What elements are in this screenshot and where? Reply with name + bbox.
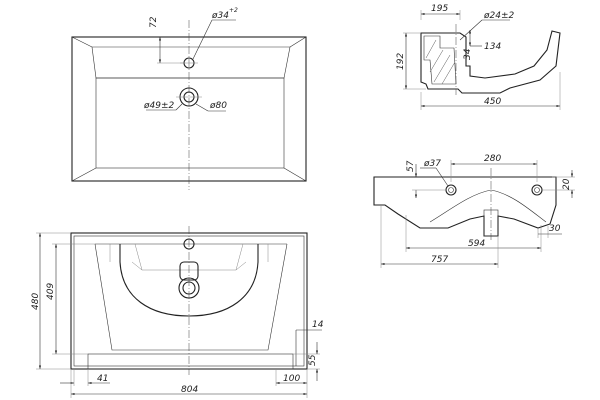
dim-d34: ø34 — [211, 11, 229, 21]
bowl-outline — [95, 77, 285, 169]
top-view: 72 ø34 +2 ø49±2 ø80 — [71, 7, 307, 190]
dim-804: 804 — [181, 385, 198, 395]
bowl-bottom — [119, 244, 259, 317]
dim-72: 72 — [149, 16, 159, 28]
dim-757: 757 — [431, 255, 448, 265]
dim-100: 100 — [283, 374, 300, 384]
dim-594: 594 — [468, 239, 485, 249]
dim-195: 195 — [431, 4, 448, 14]
dim-d49: ø49±2 — [143, 101, 174, 111]
bowl-curve — [429, 189, 547, 223]
dim-409: 409 — [46, 283, 56, 300]
dim-14: 14 — [312, 320, 324, 330]
dim-30: 30 — [549, 224, 561, 234]
dim-55: 55 — [308, 354, 318, 366]
bottom-view: 480 409 14 55 41 804 100 — [31, 226, 324, 398]
section-cut — [423, 35, 457, 85]
dim-d37: ø37 — [423, 159, 441, 169]
dim-d34-tol: +2 — [229, 7, 238, 14]
overflow-hole — [531, 184, 543, 196]
dim-134: 134 — [484, 42, 501, 52]
dim-280: 280 — [484, 154, 501, 164]
dim-41: 41 — [97, 374, 108, 384]
dim-34: 34 — [463, 48, 473, 60]
front-section-view: 57 ø37 280 20 30 594 757 — [373, 154, 575, 268]
bowl-side-walls — [94, 243, 288, 351]
side-profile — [420, 30, 561, 94]
front-rim — [87, 353, 294, 370]
dim-20: 20 — [562, 178, 572, 190]
back-shelf — [91, 46, 291, 79]
tap-hole-front — [445, 184, 457, 196]
dim-480: 480 — [31, 293, 41, 310]
dim-450: 450 — [484, 97, 501, 107]
dim-192: 192 — [396, 53, 406, 70]
dim-57: 57 — [406, 160, 416, 172]
front-profile — [373, 176, 557, 237]
dim-d80: ø80 — [209, 101, 227, 111]
dim-d24: ø24±2 — [483, 11, 514, 21]
side-section-view: 195 ø24±2 34 134 192 450 — [396, 4, 561, 110]
